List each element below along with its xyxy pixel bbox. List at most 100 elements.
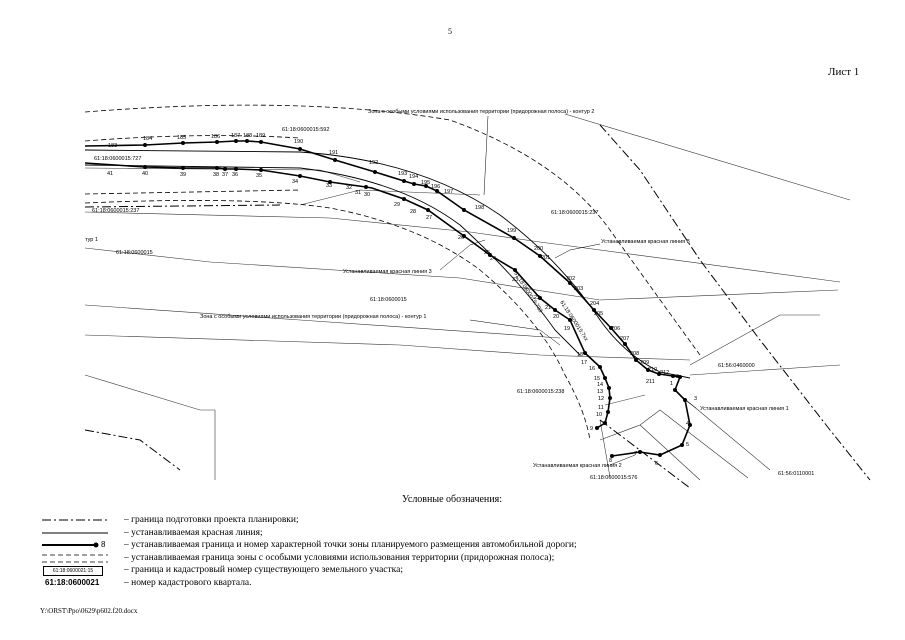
quarter-number: 61:56:0460000 — [718, 363, 755, 369]
boundary-point — [673, 388, 677, 392]
point-number: 185 — [177, 135, 186, 141]
boundary-point — [688, 423, 692, 427]
point-number: 1 — [670, 381, 673, 387]
red-lines — [84, 149, 691, 379]
boundary-point — [259, 168, 263, 172]
zone-label-contour-2: Зона с особыми условиями использования т… — [368, 109, 594, 115]
boundary-point — [373, 170, 377, 174]
point-number: 16 — [589, 366, 595, 372]
quarter-number: 61:18:0600015 — [116, 250, 153, 256]
point-number: 206 — [611, 326, 620, 332]
point-number: 194 — [409, 174, 418, 180]
red-line-3-label: Устанавливаемая красная линия 3 — [343, 269, 432, 275]
parcel-number: 61:18:0600015:576 — [590, 475, 637, 481]
point-number: 29 — [394, 202, 400, 208]
legend-row-parcel: 61:18:0600021:15 – граница и кадастровый… — [40, 564, 680, 577]
point-number: 24 — [490, 256, 496, 262]
point-number: 15 — [594, 376, 600, 382]
parcel-boundaries — [84, 113, 851, 481]
parcel-number: 61:18:0600015:237 — [92, 208, 139, 214]
boundary-point — [603, 421, 607, 425]
boundary-point — [538, 296, 542, 300]
point-number: 211 — [646, 379, 655, 385]
parcel-number: 61:18:0600015:592 — [282, 127, 329, 133]
boundary-point — [412, 182, 416, 186]
quarter-number: 61:18:0600015 — [370, 297, 407, 303]
boundary-point — [234, 139, 238, 143]
boundary-point — [658, 453, 662, 457]
boundary-point — [488, 253, 492, 257]
point-number: 31 — [355, 190, 361, 196]
point-number: 21 — [545, 305, 551, 311]
boundary-point — [598, 365, 602, 369]
boundary-point — [143, 165, 147, 169]
point-number: 28 — [410, 209, 416, 215]
point-number: 190 — [294, 139, 303, 145]
boundary-point — [181, 141, 185, 145]
legend-text: – устанавливаемая красная линия; — [124, 527, 263, 538]
point-number: 195 — [421, 180, 430, 186]
boundary-point — [259, 140, 263, 144]
legend-text: – граница и кадастровый номер существующ… — [124, 565, 403, 575]
boundary-point — [657, 372, 661, 376]
boundary-point — [592, 308, 596, 312]
point-number: 210 — [648, 367, 657, 373]
legend-text: – номер кадастрового квартала. — [124, 577, 252, 588]
point-number: 191 — [329, 150, 338, 156]
boundary-point — [234, 167, 238, 171]
boundary-point — [143, 143, 147, 147]
parcel-number: 61:18:0600015:727 — [94, 156, 141, 162]
boundary-point — [462, 208, 466, 212]
parcel-number: 61:18:0600015:237 — [551, 210, 598, 216]
point-number: 209 — [640, 360, 649, 366]
point-number: 5 — [686, 442, 689, 448]
point-number: 13 — [597, 389, 603, 395]
contour-label-cut: тур 1 — [85, 237, 98, 243]
point-number: 11 — [598, 405, 604, 411]
cadastral-numbers: 61:18:0600015:592 61:18:0600015:727 61:1… — [92, 127, 814, 481]
boundary-point — [608, 396, 612, 400]
legend-text: – устанавливаемая граница зоны с особыми… — [124, 552, 555, 563]
legend-text: – устанавливаемая граница и номер характ… — [124, 540, 577, 550]
boundary-point — [671, 374, 675, 378]
bold-line-with-point-sample: 8 — [42, 540, 106, 549]
legend-row-quarter: 61:18:0600021 – номер кадастрового кварт… — [40, 577, 680, 590]
boundary-point — [215, 140, 219, 144]
red-line-8-label: Устанавливаемая красная линия 8 — [601, 239, 690, 245]
point-numbers: 183 184 185 186 187 188 189 190 191 192 … — [107, 133, 697, 467]
point-number: 188 — [243, 133, 252, 139]
point-number: 193 — [398, 171, 407, 177]
boundary-point — [568, 318, 572, 322]
legend-text: – граница подготовки проекта планировки; — [124, 515, 299, 525]
zone-label-contour-1: Зона с особыми условиями использования т… — [200, 314, 426, 320]
point-number: 198 — [475, 205, 484, 211]
boundary-point — [638, 450, 642, 454]
point-number: 8 — [609, 458, 612, 464]
leader-lines — [439, 115, 697, 466]
boundary-point — [634, 358, 638, 362]
point-number: 37 — [222, 172, 228, 178]
quarter-sample: 61:18:0600021 — [45, 577, 100, 587]
solid-line-sample — [42, 532, 108, 533]
point-number: 207 — [620, 336, 629, 342]
parcel-number: 61:18:0600015:7xx — [558, 300, 589, 343]
point-number: 184 — [143, 136, 152, 142]
point-number: 40 — [142, 171, 148, 177]
point-number: 196 — [431, 184, 440, 190]
boundary-point — [553, 308, 557, 312]
boundary-point — [402, 179, 406, 183]
point-number: 199 — [507, 228, 516, 234]
boundary-point — [298, 174, 302, 178]
parcel-number: 61:18:0600015:733 — [512, 271, 543, 314]
point-number: 183 — [108, 143, 117, 149]
point-number: 33 — [326, 183, 332, 189]
point-number: 204 — [590, 301, 599, 307]
legend-row-red-line: – устанавливаемая красная линия; — [40, 527, 680, 540]
boundary-point — [215, 166, 219, 170]
point-number: 203 — [574, 286, 583, 292]
point-number: 35 — [256, 173, 262, 179]
boundary-point — [298, 147, 302, 151]
point-number: 36 — [232, 172, 238, 178]
red-line-1-label: Устанавливаемая красная линия 1 — [700, 406, 789, 412]
point-number: 25 — [484, 250, 490, 256]
